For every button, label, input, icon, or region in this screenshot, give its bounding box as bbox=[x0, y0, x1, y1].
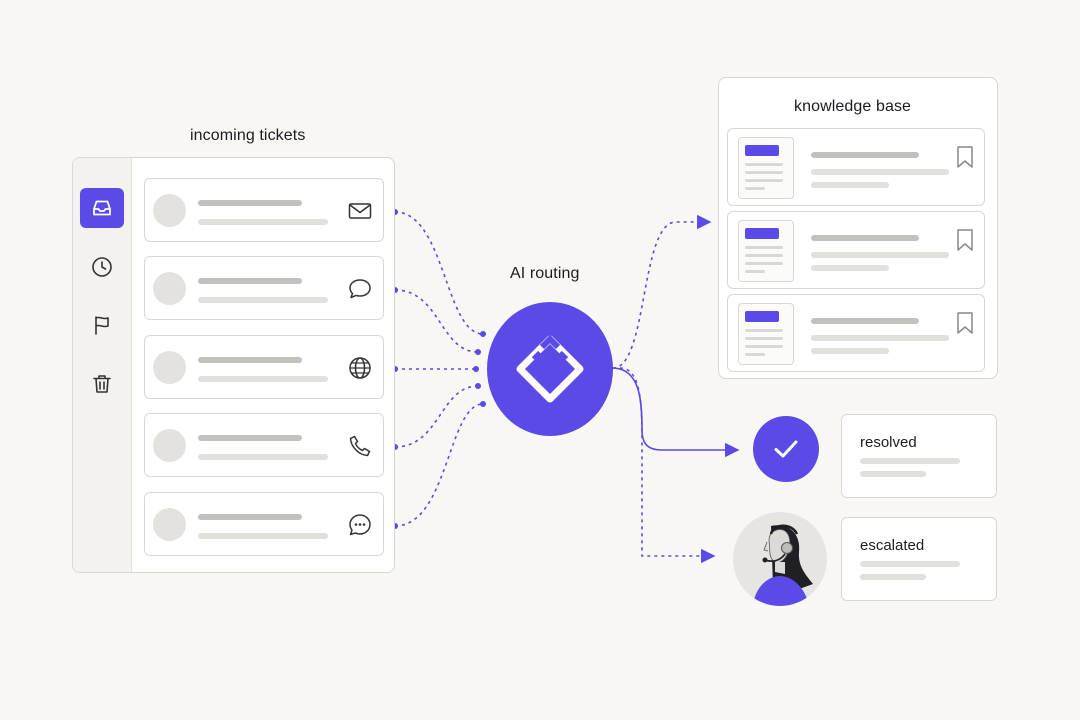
sidebar-item-flagged[interactable] bbox=[80, 305, 124, 345]
connector-dot bbox=[473, 366, 479, 372]
kb-article-card[interactable] bbox=[727, 294, 985, 372]
chat-bubble-icon bbox=[349, 279, 371, 299]
flag-icon bbox=[95, 316, 109, 335]
article-thumbnail bbox=[738, 220, 794, 282]
inbox-sidebar bbox=[73, 158, 132, 572]
inbox-icon bbox=[93, 200, 111, 216]
avatar bbox=[153, 194, 186, 227]
connector-message bbox=[394, 403, 484, 527]
trash-icon bbox=[93, 375, 111, 393]
ai-routing-title: AI routing bbox=[510, 265, 580, 282]
article-thumbnail bbox=[738, 303, 794, 365]
connector-to-kb bbox=[612, 214, 712, 369]
check-icon bbox=[774, 440, 798, 458]
bookmark-icon[interactable] bbox=[956, 311, 974, 335]
bookmark-icon[interactable] bbox=[956, 228, 974, 252]
ticket-item[interactable] bbox=[144, 256, 384, 320]
support-agent-avatar bbox=[733, 512, 827, 606]
connector-dot bbox=[475, 349, 481, 355]
message-dots-icon bbox=[349, 514, 371, 536]
avatar bbox=[153, 429, 186, 462]
incoming-tickets-title: incoming tickets bbox=[190, 127, 306, 144]
ticket-item[interactable] bbox=[144, 335, 384, 399]
resolved-node bbox=[753, 416, 819, 482]
ticket-item[interactable] bbox=[144, 178, 384, 242]
connector-to-resolved bbox=[611, 367, 740, 458]
support-agent-icon bbox=[753, 524, 813, 606]
avatar bbox=[153, 508, 186, 541]
sidebar-item-trash[interactable] bbox=[80, 364, 124, 404]
knowledge-base-panel: knowledge base bbox=[718, 77, 998, 379]
sidebar-item-inbox[interactable] bbox=[80, 188, 124, 228]
phone-icon bbox=[349, 435, 371, 457]
connector-dot bbox=[480, 331, 486, 337]
ticket-item[interactable] bbox=[144, 492, 384, 556]
connector-chat bbox=[394, 289, 479, 353]
diamond-icon bbox=[516, 334, 584, 403]
bookmark-icon[interactable] bbox=[956, 145, 974, 169]
connector-dot bbox=[475, 383, 481, 389]
article-thumbnail bbox=[738, 137, 794, 199]
escalated-card[interactable]: escalated bbox=[841, 517, 997, 601]
ticket-item[interactable] bbox=[144, 413, 384, 477]
knowledge-base-title: knowledge base bbox=[794, 98, 912, 115]
escalated-label: escalated bbox=[860, 537, 925, 554]
avatar bbox=[153, 272, 186, 305]
resolved-label: resolved bbox=[860, 434, 917, 451]
sidebar-item-history[interactable] bbox=[80, 247, 124, 287]
connector-to-escalated bbox=[619, 367, 716, 564]
resolved-card[interactable]: resolved bbox=[841, 414, 997, 498]
kb-article-card[interactable] bbox=[727, 211, 985, 289]
kb-article-card[interactable] bbox=[727, 128, 985, 206]
ticket-inbox-panel bbox=[72, 157, 395, 573]
globe-icon bbox=[349, 357, 371, 379]
connector-phone bbox=[394, 385, 479, 448]
clock-icon bbox=[92, 257, 112, 277]
connector-dot bbox=[480, 401, 486, 407]
avatar bbox=[153, 351, 186, 384]
connector-mail bbox=[394, 211, 484, 335]
ai-routing-node bbox=[487, 302, 613, 436]
mail-icon bbox=[348, 203, 372, 219]
